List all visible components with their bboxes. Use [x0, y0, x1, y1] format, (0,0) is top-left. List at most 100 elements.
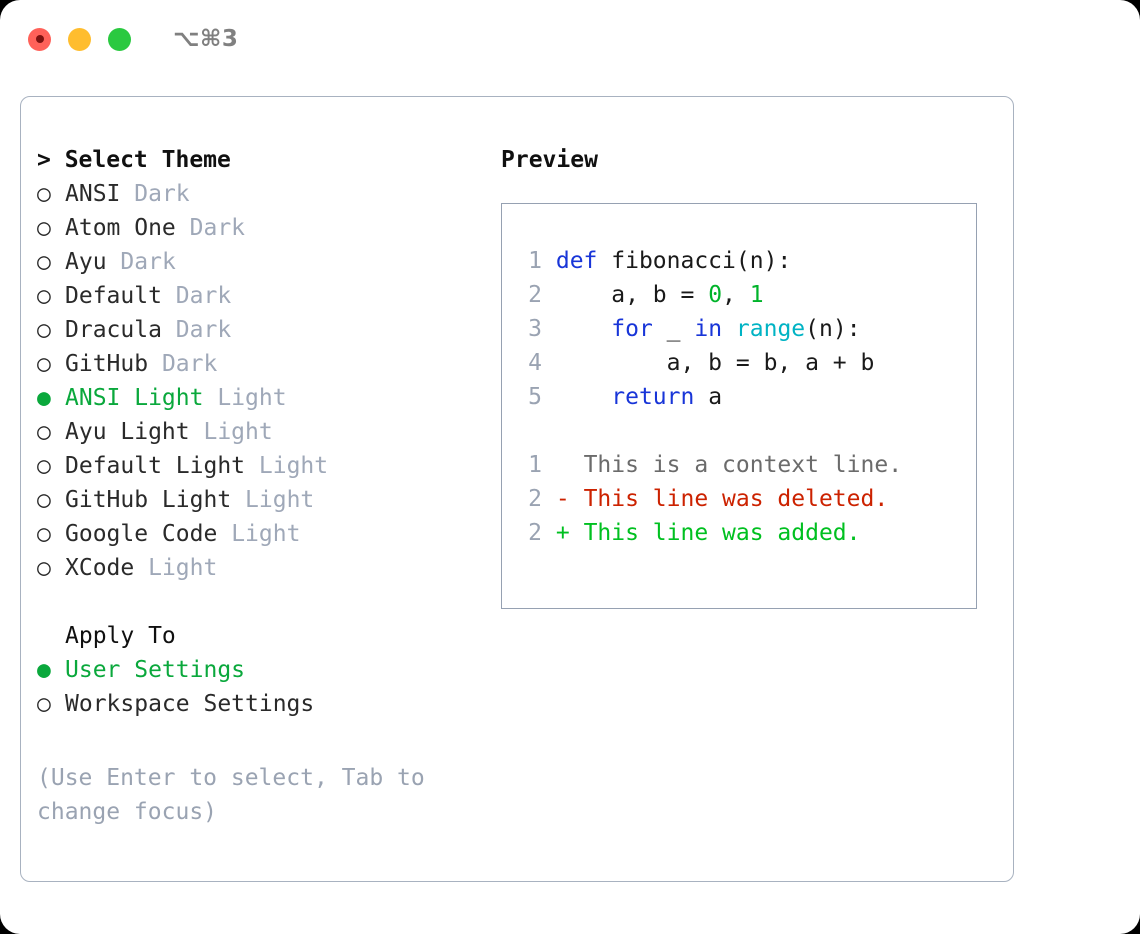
theme-name: Default Light — [65, 453, 246, 479]
theme-list-item[interactable]: ○Atom One Dark — [37, 211, 487, 245]
theme-list-item[interactable]: ○Ayu Dark — [37, 245, 487, 279]
theme-name: Atom One — [65, 215, 176, 241]
apply-to-label: User Settings — [65, 657, 246, 683]
code-token: (n): — [735, 248, 792, 274]
theme-kind-label: Light — [217, 385, 287, 411]
code-line-number: 5 — [528, 384, 542, 410]
apply-to-heading: Apply To — [65, 623, 176, 649]
preview-heading: Preview — [501, 147, 598, 173]
code-line-number: 2 — [528, 282, 542, 308]
theme-list-item[interactable]: ●ANSI Light Light — [37, 381, 487, 415]
theme-name: Default — [65, 283, 162, 309]
diff-text: This line was added. — [583, 520, 861, 546]
code-token — [722, 316, 736, 342]
code-line: 4 a, b = b, a + b — [518, 346, 976, 380]
diff-text: This line was deleted. — [583, 486, 889, 512]
radio-selected-icon: ● — [37, 385, 51, 411]
theme-kind-label: Light — [258, 453, 329, 479]
diff-marker: - — [555, 486, 584, 512]
code-token — [556, 384, 611, 410]
diff-text: This is a context line. — [583, 452, 903, 478]
radio-unselected-icon: ○ — [37, 419, 51, 445]
apply-to-list: ● User Settings ○Workspace Settings — [37, 653, 487, 721]
diff-line: 1 This is a context line. — [518, 448, 976, 482]
apply-to-label: Workspace Settings — [65, 691, 315, 717]
preview-column: Preview 1 def fibonacci(n):2 a, b = 0, 1… — [501, 143, 1001, 609]
title-bar: ⌥⌘3 — [0, 0, 1140, 78]
theme-name: Dracula — [65, 317, 162, 343]
theme-kind-label: Dark — [161, 351, 218, 377]
traffic-lights — [28, 27, 131, 51]
code-line: 1 def fibonacci(n): — [518, 244, 976, 278]
radio-unselected-icon: ○ — [37, 283, 51, 309]
radio-unselected-icon: ○ — [37, 249, 51, 275]
code-token: a — [694, 384, 723, 410]
theme-list-item[interactable]: ○ Dracula Dark — [37, 313, 487, 347]
theme-list-item[interactable]: ○ Default Dark — [37, 279, 487, 313]
radio-selected-icon: ● — [37, 657, 51, 683]
theme-name: GitHub — [65, 351, 149, 377]
theme-kind-label: Light — [148, 555, 218, 581]
theme-list-item[interactable]: ○Ayu Light Light — [37, 415, 487, 449]
code-token: a, b = — [555, 282, 709, 308]
diff-line-number: 2 — [528, 520, 542, 546]
theme-list: ○ANSI Dark○Atom One Dark○Ayu Dark○Defaul… — [37, 177, 487, 585]
code-token: def — [555, 248, 612, 274]
theme-list-item[interactable]: ○ Default Light Light — [37, 449, 487, 483]
theme-list-item[interactable]: ○ANSI Dark — [37, 177, 487, 211]
theme-list-item[interactable]: ○ GitHub Dark — [37, 347, 487, 381]
diff-line: 2 - This line was deleted. — [518, 482, 976, 516]
theme-kind-label: Dark — [175, 283, 232, 309]
apply-to-option[interactable]: ● User Settings — [37, 653, 487, 687]
diff-marker — [556, 452, 584, 478]
maximize-button[interactable] — [108, 27, 131, 51]
theme-list-item[interactable]: ○XCode Light — [37, 551, 487, 585]
theme-kind-label: Dark — [175, 317, 232, 343]
code-token: _ — [652, 316, 695, 342]
code-line-number: 4 — [528, 350, 542, 376]
code-line: 3 for _ in range(n): — [518, 312, 976, 346]
radio-unselected-icon: ○ — [37, 351, 51, 377]
theme-kind-label: Light — [245, 487, 315, 513]
theme-name: GitHub Light — [65, 487, 232, 513]
diff-marker: + — [555, 520, 584, 546]
code-line-number: 3 — [528, 316, 542, 342]
code-diff-gap — [518, 414, 976, 448]
window-title: ⌥⌘3 — [173, 25, 239, 52]
theme-list-item[interactable]: ○Google Code Light — [37, 517, 487, 551]
code-token — [556, 316, 611, 342]
theme-kind-label: Dark — [120, 249, 176, 275]
code-line: 2 a, b = 0, 1 — [518, 278, 976, 312]
close-button[interactable] — [28, 27, 51, 51]
theme-kind-label: Light — [231, 521, 301, 547]
code-token: range — [735, 316, 806, 342]
apply-to-option[interactable]: ○Workspace Settings — [37, 687, 487, 721]
theme-list-item[interactable]: ○ GitHub Light Light — [37, 483, 487, 517]
code-token: , — [722, 282, 750, 308]
radio-unselected-icon: ○ — [37, 317, 51, 343]
radio-unselected-icon: ○ — [37, 181, 51, 207]
code-token: (n): — [805, 316, 861, 342]
main-panel: > Select Theme ○ANSI Dark○Atom One Dark○… — [20, 96, 1014, 882]
code-token: fibonacci — [611, 248, 736, 274]
radio-unselected-icon: ○ — [37, 487, 51, 513]
code-token: 0 — [708, 282, 723, 308]
theme-picker-column: > Select Theme ○ANSI Dark○Atom One Dark○… — [37, 143, 487, 721]
code-line: 5 return a — [518, 380, 976, 414]
code-token: 1 — [749, 282, 764, 308]
minimize-button[interactable] — [68, 27, 91, 51]
theme-kind-label: Light — [203, 419, 273, 445]
theme-kind-label: Dark — [189, 215, 246, 241]
radio-unselected-icon: ○ — [37, 453, 51, 479]
theme-kind-label: Dark — [134, 181, 190, 207]
diff-line-number: 2 — [528, 486, 542, 512]
select-theme-heading: > Select Theme — [37, 147, 231, 173]
code-token: return — [611, 384, 695, 410]
code-token: in — [694, 316, 723, 342]
diff-line: 2 + This line was added. — [518, 516, 976, 550]
radio-unselected-icon: ○ — [37, 521, 51, 547]
keyboard-hint: (Use Enter to select, Tab to change focu… — [37, 765, 439, 825]
